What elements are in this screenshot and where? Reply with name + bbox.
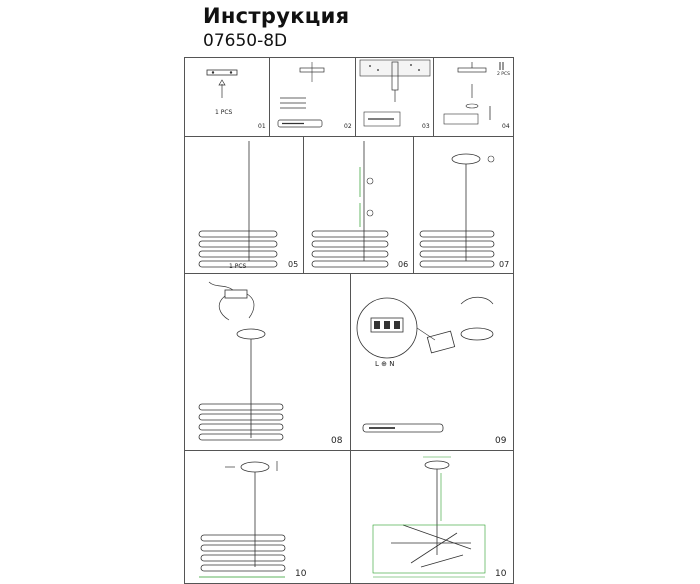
step-07-panel: 07 [413,136,514,274]
model-number: 07650-8D [203,31,288,51]
step-number: 10 [295,569,307,579]
fixture-rod-illustration [198,141,278,268]
step-number: 03 [422,123,430,130]
canopy-fixing-illustration [199,461,286,578]
page-title: Инструкция [203,4,350,28]
bracket-fixing-illustration [443,62,504,125]
step-04-panel: 2 PCS 04 [433,57,514,137]
step-08-panel: 08 [184,273,351,451]
step-number: 02 [344,123,352,130]
step-09-panel: L ⊕ N 09 [350,273,514,451]
step-03-panel: 03 [355,57,434,137]
rod-length-adjustment-illustration [311,141,389,268]
quantity-label: 1 PCS [215,109,233,116]
step-number: 08 [331,436,343,446]
canopy-assembly-illustration [419,153,495,268]
step-number: 05 [288,260,299,269]
final-assembly-dimensions-illustration [372,456,486,578]
step-number: 09 [495,436,507,446]
mounting-bracket-illustration [206,69,238,98]
step-number: 01 [258,123,266,130]
step-10b-panel: 10 [350,450,514,584]
ceiling-drilling-illustration [359,59,431,127]
screws-and-anchors-illustration [277,62,325,128]
step-02-panel: 02 [269,57,356,137]
wiring-driver-illustration [198,281,284,441]
step-10a-panel: 10 [184,450,351,584]
step-number: 06 [398,260,409,269]
step-01-panel: 1 PCS 01 [184,57,270,137]
step-number: 10 [495,569,507,579]
step-number: 04 [502,123,510,130]
terminal-labels: L ⊕ N [375,360,395,368]
step-06-panel: 06 [303,136,414,274]
terminal-block-connection-illustration [356,296,494,433]
step-05-panel: 1 PCS 05 [184,136,304,274]
step-number: 07 [499,260,510,269]
quantity-label: 1 PCS [229,263,247,270]
quantity-label: 2 PCS [497,72,511,77]
